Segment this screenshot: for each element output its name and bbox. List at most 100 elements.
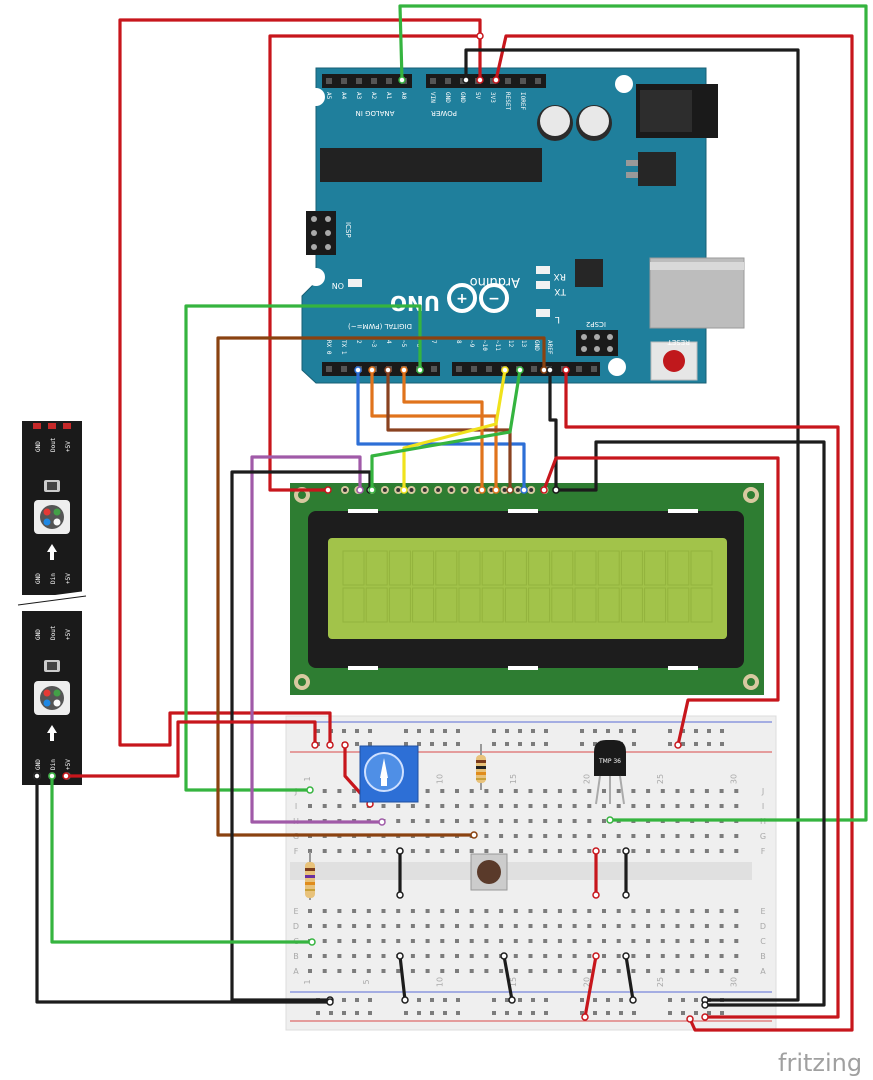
wire-lcd-vdd <box>268 34 482 492</box>
wire-5v-to-rail-end <box>476 76 484 84</box>
wire-aref-red-end <box>562 366 570 374</box>
wire-lcd-gnd-rail-end <box>552 486 560 494</box>
strip-mid-pin-din: Din <box>50 573 57 584</box>
analog-in-label: ANALOG IN <box>356 109 395 117</box>
wire-a0-to-tmp36-end <box>398 76 406 84</box>
wire-d7-lcd-orange2 <box>402 368 484 492</box>
led-label-on: ON <box>332 281 344 290</box>
wire-3v3-bottom-rail <box>494 34 854 1032</box>
digital-pin-label-5: ~5 <box>400 340 407 348</box>
wire-bb-jumper-3 <box>502 954 514 1002</box>
wire-d2-to-button-end <box>306 786 314 794</box>
wire-strip-5v-end <box>311 741 319 749</box>
bb-col-number-top: 1 <box>303 776 312 781</box>
arduino-uno-board: Arduino UNO + − ANALOG IN POWER DIGITAL … <box>301 67 745 384</box>
strip-mid-pin-gnd: GND <box>35 573 42 584</box>
arduino-brand-label: Arduino <box>470 274 520 289</box>
bb-row-letter: J <box>761 787 764 796</box>
wire-d5-lcd-orange-end <box>492 486 500 494</box>
bb-col-number-bottom: 10 <box>435 977 444 987</box>
bb-row-letter: G <box>760 832 766 841</box>
bb-row-letter: D <box>293 922 299 931</box>
digital-label: DIGITAL (PWM=~) <box>348 322 412 330</box>
wire-d13-brown-end <box>540 366 548 374</box>
wire-d7-lcd-orange2-end <box>400 366 408 374</box>
reset-button[interactable] <box>650 341 698 381</box>
wire-a0-to-tmp36-end <box>606 816 614 824</box>
tmp36-label: TMP 36 <box>598 758 621 765</box>
wire-lcd-vo-pot <box>250 455 384 824</box>
bb-row-letter: B <box>760 952 766 961</box>
bb-col-number-top: 25 <box>656 774 665 784</box>
wire-lcd-vdd-end <box>476 32 484 40</box>
tmp36-sensor: TMP 36 <box>594 740 626 805</box>
wire-lcd-vdd-end <box>324 486 332 494</box>
bb-col-number-bottom: 15 <box>509 977 518 987</box>
digital-pin-label-high-3: ~11 <box>494 340 501 351</box>
digital-pin-label-4: 4 <box>385 340 392 344</box>
arduino-model-label: UNO <box>390 291 440 315</box>
wire-bb-jumper-2-end <box>396 952 404 960</box>
strip-bottom-pin-5v: +5V <box>65 759 72 770</box>
reset-label: RESET <box>667 338 690 346</box>
bb-col-number-bottom: 5 <box>362 979 371 984</box>
fritzing-watermark: fritzing <box>778 1049 862 1077</box>
wire-d6-lcd-brown-end <box>384 366 392 374</box>
wire-d5-lcd-orange <box>370 368 498 492</box>
wire-bb-jumper-3-end <box>500 952 508 960</box>
digital-pin-label-high-6: GND <box>533 340 540 351</box>
wire-5v-to-rail <box>118 18 482 747</box>
wire-strip-din-end <box>48 772 56 780</box>
strip-top-pin-5v: +5V <box>65 441 72 452</box>
analog-pin-label-0: A5 <box>325 92 332 100</box>
digital-pin-label-high-5: 13 <box>520 340 527 348</box>
wire-d11-lcd-yellow-end <box>400 486 408 494</box>
bb-row-letter: A <box>293 967 299 976</box>
potentiometer[interactable] <box>359 745 419 803</box>
digital-header-high <box>452 362 600 376</box>
digital-pin-label-high-7: AREF <box>546 340 553 355</box>
bb-row-letter: E <box>293 907 298 916</box>
wire-lcd-a-rail-end <box>674 741 682 749</box>
wire-strip-gnd-end <box>326 998 334 1006</box>
wire-5v-to-rail-end <box>326 741 334 749</box>
bb-row-letter: I <box>295 802 297 811</box>
wire-d2-to-button <box>184 304 422 792</box>
strip-lower-pin-dout: Dout <box>50 625 57 640</box>
bb-col-number-top: 20 <box>582 774 591 784</box>
resistor-top <box>476 744 486 790</box>
wire-d13-brown-end <box>470 831 478 839</box>
wire-d6-lcd-brown-end <box>506 486 514 494</box>
analog-pin-label-3: A2 <box>370 92 377 100</box>
bb-col-number-bottom: 1 <box>303 979 312 984</box>
wire-bb-jumper-2 <box>398 954 407 1002</box>
bb-row-letter: C <box>760 937 766 946</box>
wire-d12-lcd-green-end <box>368 486 376 494</box>
bb-row-letter: F <box>294 847 299 856</box>
wire-strip-5v <box>64 720 317 778</box>
led-strip: GND Dout +5V GND Din +5V GND Dout +5V <box>17 421 87 785</box>
power-header <box>426 74 546 88</box>
wire-lcd-a-rail-end <box>540 486 548 494</box>
wire-bb-jumper-7 <box>624 954 635 1002</box>
push-button[interactable] <box>470 853 508 891</box>
analog-pin-label-4: A1 <box>385 92 392 100</box>
power-pin-label-0: VIN <box>429 92 436 103</box>
led-label-l: L <box>555 314 560 324</box>
wires <box>33 4 868 1032</box>
wire-d2-to-button-end <box>416 366 424 374</box>
infinity-logo: + − <box>447 283 509 313</box>
strip-top-pin-dout: Dout <box>50 437 57 452</box>
resistor-left <box>305 852 315 900</box>
wire-strip-din <box>50 774 314 944</box>
power-pin-label-3: 5V <box>474 92 481 100</box>
wire-d12-lcd-green-end <box>516 366 524 374</box>
wire-bb-jumper-4-end <box>592 891 600 899</box>
bb-row-letter: B <box>293 952 299 961</box>
wire-bb-jumper-1-end <box>396 891 404 899</box>
digital-pin-label-high-1: ~9 <box>468 340 475 348</box>
strip-top-pin-gnd: GND <box>35 441 42 452</box>
digital-pin-label-2: 2 <box>355 340 362 344</box>
bb-col-number-top: 30 <box>729 774 738 784</box>
wire-gnd-lcd-k <box>548 368 558 492</box>
